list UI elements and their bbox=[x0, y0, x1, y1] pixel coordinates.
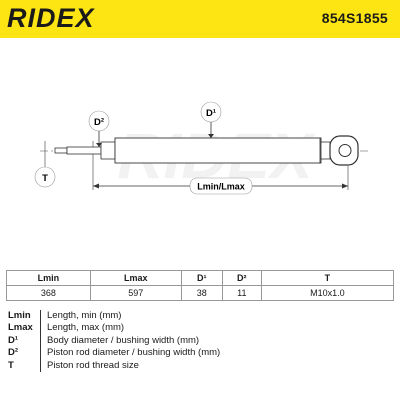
legend-description: Length, max (mm) bbox=[47, 322, 125, 334]
d2-arrow bbox=[96, 143, 102, 147]
part-number: 854S1855 bbox=[321, 10, 388, 26]
legend-item: D¹ Body diameter / bushing width (mm) bbox=[8, 334, 220, 348]
spec-table-row: 368 597 38 11 M10x1.0 bbox=[6, 285, 395, 301]
legend-divider bbox=[40, 359, 41, 373]
header-lmin: Lmin bbox=[6, 270, 91, 286]
d2-label: D² bbox=[94, 117, 104, 128]
d1-arrow bbox=[208, 134, 214, 138]
value-lmin: 368 bbox=[6, 285, 91, 301]
header-d1: D¹ bbox=[180, 270, 223, 286]
piston-rod bbox=[66, 146, 102, 155]
header-d2: D² bbox=[221, 270, 262, 286]
header-bar: RIDEX 854S1855 bbox=[0, 0, 400, 38]
legend-description: Body diameter / bushing width (mm) bbox=[47, 334, 200, 346]
legend-item: Lmin Length, min (mm) bbox=[8, 310, 220, 323]
brand-logo: RIDEX bbox=[7, 3, 95, 33]
t-label: T bbox=[42, 173, 48, 184]
length-label-box bbox=[189, 177, 253, 195]
legend-key: D² bbox=[8, 347, 19, 359]
spec-table-header-row: Lmin Lmax D¹ D² T bbox=[6, 270, 395, 286]
t-marker bbox=[34, 166, 56, 188]
header-t: T bbox=[260, 270, 395, 286]
mounting-eye-hole bbox=[338, 144, 352, 157]
value-t: M10x1.0 bbox=[260, 285, 395, 301]
legend-divider bbox=[40, 310, 41, 323]
piston-rod-thread bbox=[54, 147, 68, 154]
legend-divider bbox=[40, 322, 41, 335]
legend-key: Lmin bbox=[8, 310, 31, 321]
legend-item: Lmax Length, max (mm) bbox=[8, 322, 220, 335]
legend-description: Piston rod thread size bbox=[47, 359, 139, 371]
shock-absorber-diagram: RIDEX D¹ D² T Lmin/Lmax bbox=[34, 101, 370, 195]
legend-item: T Piston rod thread size bbox=[8, 359, 220, 373]
legend: Lmin Length, min (mm) Lmax Length, max (… bbox=[8, 310, 221, 373]
rod-collar bbox=[100, 141, 116, 160]
header-lmax: Lmax bbox=[89, 270, 182, 286]
legend-description: Length, min (mm) bbox=[47, 310, 122, 321]
d1-label: D¹ bbox=[206, 108, 216, 119]
body-neck bbox=[320, 141, 331, 160]
legend-key: Lmax bbox=[8, 322, 33, 334]
legend-key: T bbox=[8, 359, 14, 371]
legend-description: Piston rod diameter / bushing width (mm) bbox=[47, 347, 221, 359]
value-lmax: 597 bbox=[89, 285, 182, 301]
legend-key: D¹ bbox=[8, 334, 19, 346]
legend-item: D² Piston rod diameter / bushing width (… bbox=[8, 347, 221, 360]
value-d2: 11 bbox=[221, 285, 262, 301]
body-cylinder bbox=[114, 137, 322, 164]
length-arrow-left bbox=[93, 183, 99, 189]
length-arrow-right bbox=[342, 183, 348, 189]
value-d1: 38 bbox=[180, 285, 223, 301]
length-label: Lmin/Lmax bbox=[197, 182, 245, 192]
spec-table: Lmin Lmax D¹ D² T 368 597 38 11 M10x1.0 bbox=[6, 270, 395, 301]
legend-divider bbox=[40, 347, 41, 360]
legend-divider bbox=[40, 334, 41, 348]
